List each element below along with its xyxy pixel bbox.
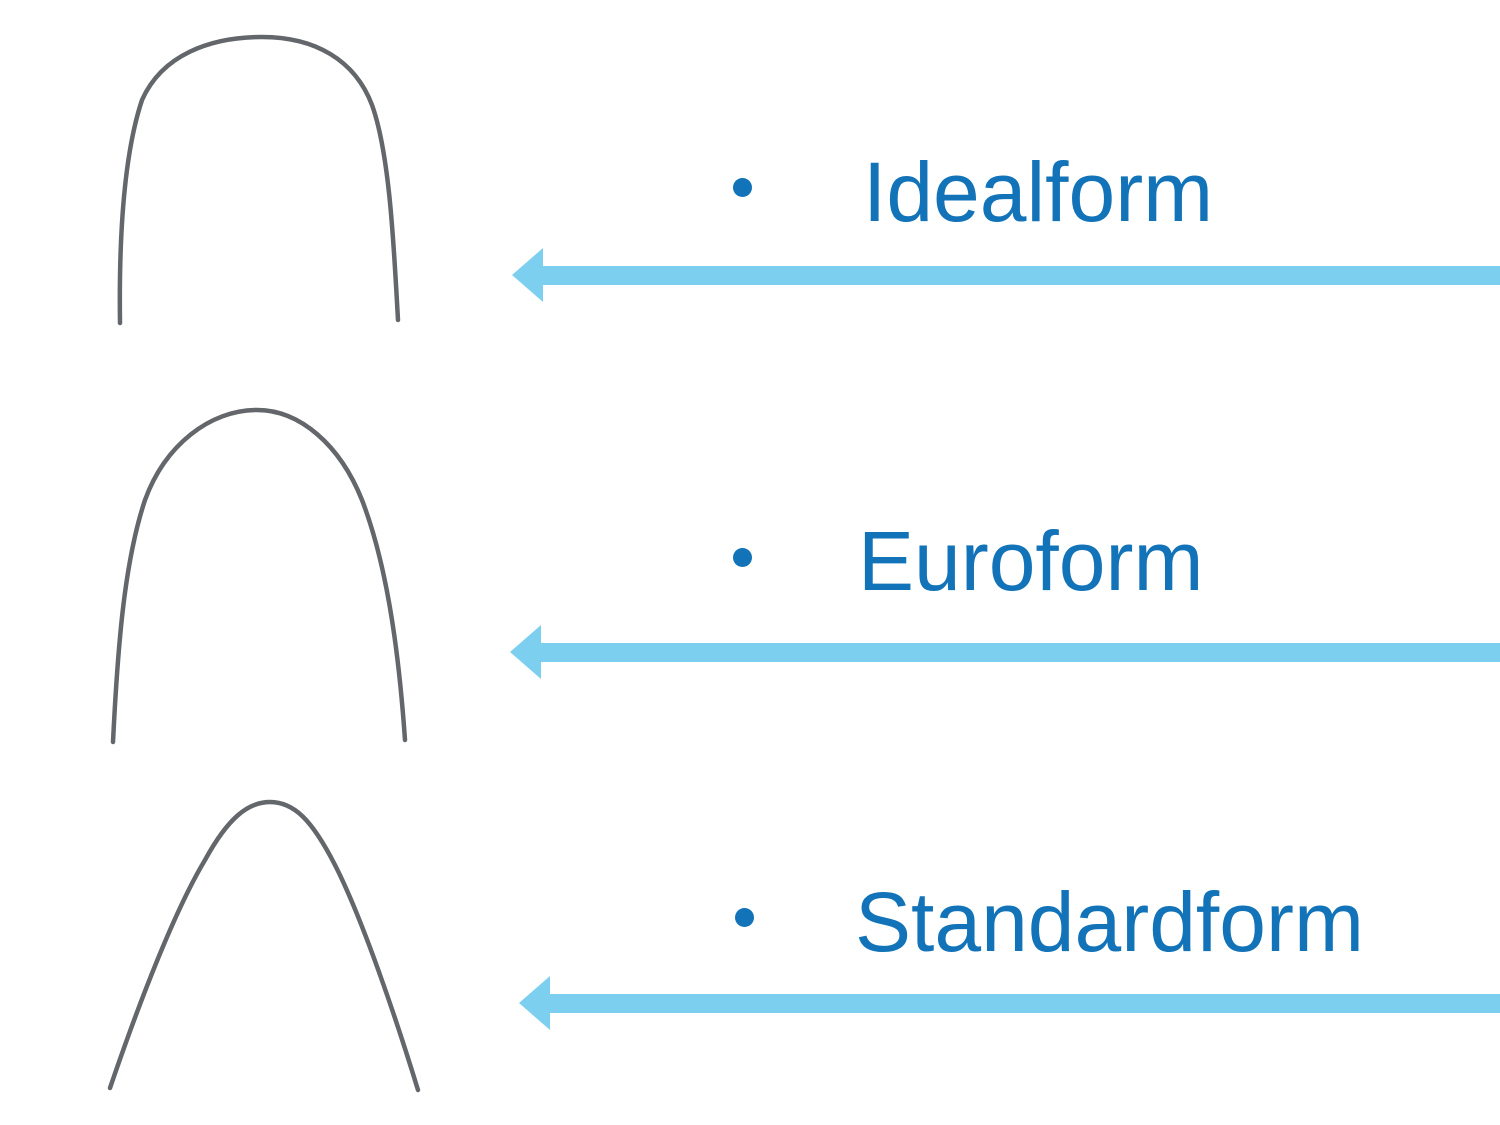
arrow-shaft bbox=[541, 642, 1500, 662]
arrow-head-icon bbox=[512, 248, 543, 302]
bullet-icon bbox=[733, 178, 752, 197]
arrow-head-icon bbox=[519, 976, 550, 1030]
standardform-archwire-image bbox=[107, 799, 421, 1093]
bullet-icon bbox=[733, 548, 752, 567]
arrow-head-icon bbox=[510, 625, 541, 679]
left-arrow-euroform bbox=[510, 625, 1500, 679]
idealform-archwire-image bbox=[117, 34, 401, 326]
arrow-shaft bbox=[550, 993, 1500, 1013]
euroform-archwire-image bbox=[110, 407, 408, 745]
item-label-idealform: Idealform bbox=[863, 145, 1214, 239]
bullet-icon bbox=[735, 908, 754, 927]
left-arrow-idealform bbox=[512, 248, 1500, 302]
arrow-shaft bbox=[543, 265, 1500, 285]
item-label-standardform: Standardform bbox=[855, 875, 1364, 969]
item-label-euroform: Euroform bbox=[858, 514, 1204, 608]
left-arrow-standardform bbox=[519, 976, 1500, 1030]
